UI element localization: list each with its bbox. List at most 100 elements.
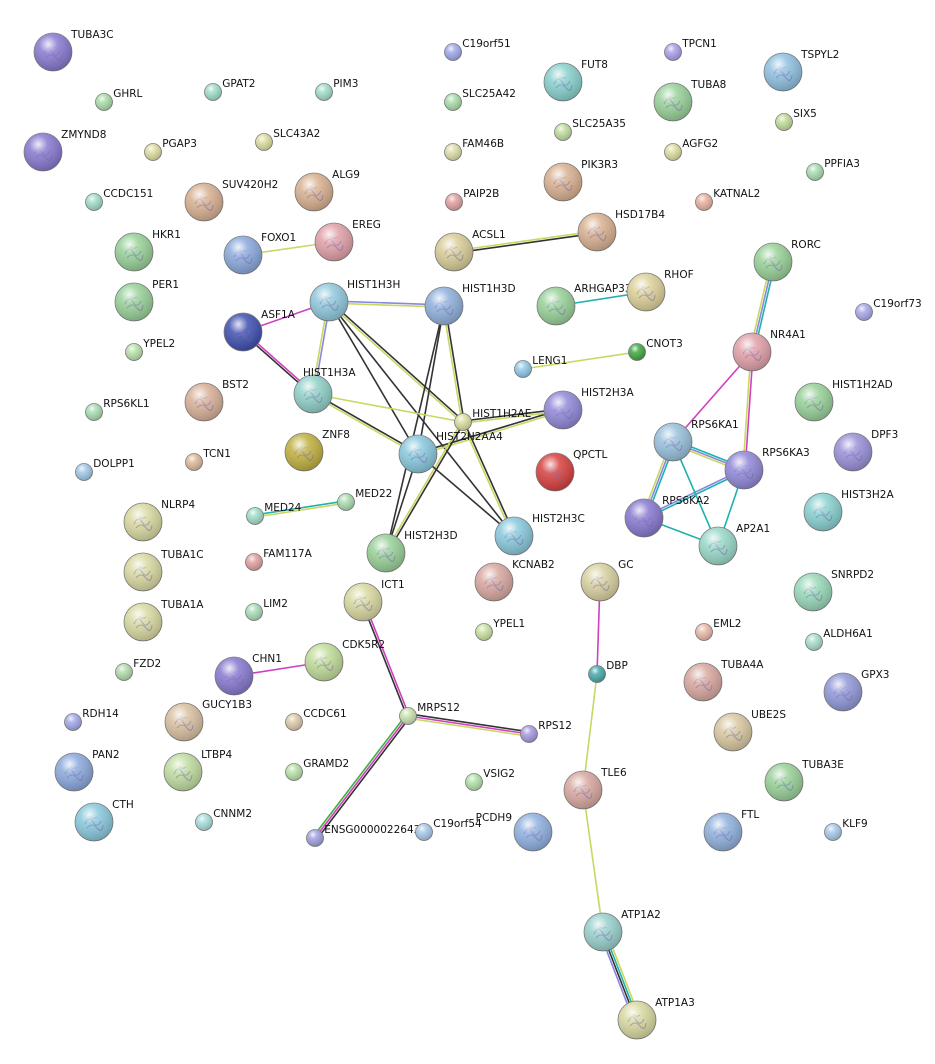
node-katnal2[interactable]: KATNAL2 xyxy=(695,188,761,211)
node-kcnab2[interactable]: KCNAB2 xyxy=(474,559,555,602)
node-foxo1[interactable]: FOXO1 xyxy=(223,232,296,275)
node-gucy1b3[interactable]: GUCY1B3 xyxy=(164,699,252,742)
node-mrps12[interactable]: MRPS12 xyxy=(399,702,460,725)
node-med24[interactable]: MED24 xyxy=(246,502,302,525)
node-hist1h2ad[interactable]: HIST1H2AD xyxy=(794,379,893,422)
node-hist1h3h[interactable]: HIST1H3H xyxy=(309,279,400,322)
node-c19orf54[interactable]: C19orf54 xyxy=(415,818,483,841)
node-leng1[interactable]: LENG1 xyxy=(514,355,568,378)
node-asf1a[interactable]: ASF1A xyxy=(223,309,296,352)
node-rdh14[interactable]: RDH14 xyxy=(64,708,120,731)
node-med22[interactable]: MED22 xyxy=(337,488,393,511)
node-ict1[interactable]: ICT1 xyxy=(343,579,405,622)
node-rps12[interactable]: RPS12 xyxy=(520,720,572,743)
node-c19orf51[interactable]: C19orf51 xyxy=(444,38,511,61)
node-eml2[interactable]: EML2 xyxy=(695,618,742,641)
node-hist1h2ae[interactable]: HIST1H2AE xyxy=(454,408,532,431)
node-hist3h2a[interactable]: HIST3H2A xyxy=(803,489,894,532)
node-gpat2[interactable]: GPAT2 xyxy=(204,78,256,101)
node-gramd2[interactable]: GRAMD2 xyxy=(285,758,350,781)
node-hist2h2aa4[interactable]: HIST2H2AA4 xyxy=(398,431,503,474)
node-rps6kl1[interactable]: RPS6KL1 xyxy=(85,398,150,421)
node-rps6ka3[interactable]: RPS6KA3 xyxy=(724,447,810,490)
node-gc[interactable]: GC xyxy=(580,559,634,602)
node-fzd2[interactable]: FZD2 xyxy=(115,658,162,681)
node-snrpd2[interactable]: SNRPD2 xyxy=(793,569,874,612)
node-qpctl[interactable]: QPCTL xyxy=(535,449,607,492)
node-nlrp4[interactable]: NLRP4 xyxy=(123,499,195,542)
node-hsd17b4[interactable]: HSD17B4 xyxy=(577,209,665,252)
node-agfg2[interactable]: AGFG2 xyxy=(664,138,719,161)
node-ghrl[interactable]: GHRL xyxy=(95,88,143,111)
node-pcdh9[interactable]: PCDH9 xyxy=(476,812,553,852)
node-tpcn1[interactable]: TPCN1 xyxy=(664,38,717,61)
node-cth[interactable]: CTH xyxy=(74,799,134,842)
node-atp1a3[interactable]: ATP1A3 xyxy=(617,997,695,1040)
node-hist2h3c[interactable]: HIST2H3C xyxy=(494,513,585,556)
node-six5[interactable]: SIX5 xyxy=(775,108,817,131)
node-tuba4a[interactable]: TUBA4A xyxy=(683,659,764,702)
node-hist1h3a[interactable]: HIST1H3A xyxy=(293,367,356,414)
node-rorc[interactable]: RORC xyxy=(753,239,821,282)
node-slc25a42[interactable]: SLC25A42 xyxy=(444,88,516,111)
node-dolpp1[interactable]: DOLPP1 xyxy=(75,458,135,481)
node-tspyl2[interactable]: TSPYL2 xyxy=(763,49,839,92)
node-suv420h2[interactable]: SUV420H2 xyxy=(184,179,278,222)
node-chn1[interactable]: CHN1 xyxy=(214,653,282,696)
node-ccdc61[interactable]: CCDC61 xyxy=(285,708,347,731)
node-pim3[interactable]: PIM3 xyxy=(315,78,359,101)
node-rps6ka2[interactable]: RPS6KA2 xyxy=(624,495,710,538)
node-alg9[interactable]: ALG9 xyxy=(294,169,360,212)
node-slc25a35[interactable]: SLC25A35 xyxy=(554,118,626,141)
node-per1[interactable]: PER1 xyxy=(114,279,179,322)
node-aldh6a1[interactable]: ALDH6A1 xyxy=(805,628,873,651)
node-tuba8[interactable]: TUBA8 xyxy=(653,79,726,122)
node-ypel2[interactable]: YPEL2 xyxy=(125,338,176,361)
node-ypel1[interactable]: YPEL1 xyxy=(475,618,526,641)
node-cnot3[interactable]: CNOT3 xyxy=(628,338,683,361)
node-hist1h3d[interactable]: HIST1H3D xyxy=(424,283,516,326)
node-arhgap33[interactable]: ARHGAP33 xyxy=(536,283,632,326)
node-ap2a1[interactable]: AP2A1 xyxy=(698,523,770,566)
node-dbp[interactable]: DBP xyxy=(588,660,628,683)
node-bst2[interactable]: BST2 xyxy=(184,379,249,422)
node-vsig2[interactable]: VSIG2 xyxy=(465,768,515,791)
node-ereg[interactable]: EREG xyxy=(314,219,381,262)
node-lim2[interactable]: LIM2 xyxy=(245,598,288,621)
node-cdk5r2[interactable]: CDK5R2 xyxy=(304,639,385,682)
node-ccdc151[interactable]: CCDC151 xyxy=(85,188,154,211)
node-tle6[interactable]: TLE6 xyxy=(563,767,627,810)
node-zmynd8[interactable]: ZMYND8 xyxy=(23,129,106,172)
node-hist2h3a[interactable]: HIST2H3A xyxy=(543,387,634,430)
node-tuba3c[interactable]: TUBA3C xyxy=(33,29,114,72)
node-pgap3[interactable]: PGAP3 xyxy=(144,138,197,161)
node-gpx3[interactable]: GPX3 xyxy=(823,669,889,712)
node-dpf3[interactable]: DPF3 xyxy=(833,429,898,472)
node-cnnm2[interactable]: CNNM2 xyxy=(195,808,253,831)
node-rps6ka1[interactable]: RPS6KA1 xyxy=(653,419,739,462)
node-ftl[interactable]: FTL xyxy=(703,809,759,852)
node-hist2h3d[interactable]: HIST2H3D xyxy=(366,530,458,573)
node-tuba1c[interactable]: TUBA1C xyxy=(123,549,204,592)
node-tcn1[interactable]: TCN1 xyxy=(185,448,231,471)
node-pik3r3[interactable]: PIK3R3 xyxy=(543,159,618,202)
node-znf8[interactable]: ZNF8 xyxy=(284,429,350,472)
node-acsl1[interactable]: ACSL1 xyxy=(434,229,506,272)
node-tuba1a[interactable]: TUBA1A xyxy=(123,599,204,642)
node-fam46b[interactable]: FAM46B xyxy=(444,138,505,161)
node-fam117a[interactable]: FAM117A xyxy=(245,548,313,571)
node-c19orf73[interactable]: C19orf73 xyxy=(855,298,922,321)
node-paip2b[interactable]: PAIP2B xyxy=(445,188,500,211)
node-ltbp4[interactable]: LTBP4 xyxy=(163,749,233,792)
node-rhof[interactable]: RHOF xyxy=(626,269,694,312)
node-pan2[interactable]: PAN2 xyxy=(54,749,120,792)
node-klf9[interactable]: KLF9 xyxy=(824,818,868,841)
node-atp1a2[interactable]: ATP1A2 xyxy=(583,909,661,952)
node-hkr1[interactable]: HKR1 xyxy=(114,229,181,272)
node-ensg00000226439[interactable]: ENSG00000226439 xyxy=(306,824,428,847)
node-slc43a2[interactable]: SLC43A2 xyxy=(255,128,321,151)
node-fut8[interactable]: FUT8 xyxy=(543,59,608,102)
node-ube2s[interactable]: UBE2S xyxy=(713,709,786,752)
node-ppfia3[interactable]: PPFIA3 xyxy=(806,158,860,181)
node-nr4a1[interactable]: NR4A1 xyxy=(732,329,806,372)
